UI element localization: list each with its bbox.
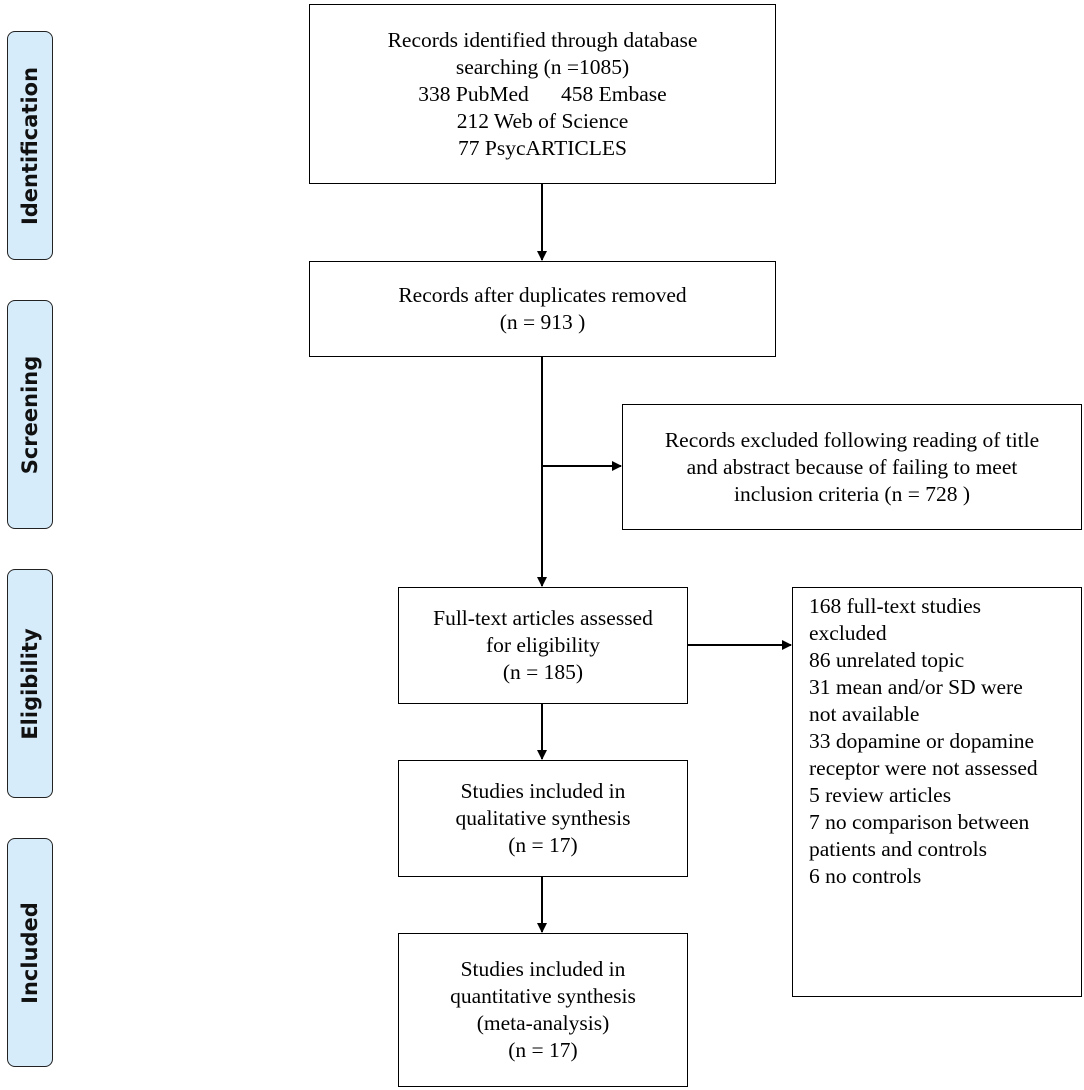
records-identified-box: Records identified through database sear… bbox=[309, 4, 776, 184]
full-text-excluded-line: 5 review articles bbox=[809, 783, 952, 807]
records-after-duplicates-line: (n = 913 ) bbox=[499, 310, 586, 334]
records-identified-line: 338 PubMed 458 Embase bbox=[418, 81, 667, 106]
full-text-assessed-line: Full-text articles assessed bbox=[433, 606, 653, 630]
qualitative-synthesis-line: qualitative synthesis bbox=[455, 806, 631, 830]
records-excluded-line: inclusion criteria (n = 728 ) bbox=[733, 481, 971, 506]
records-identified-line: 212 Web of Science bbox=[456, 108, 629, 133]
quantitative-synthesis-line: (meta-analysis) bbox=[476, 1011, 610, 1035]
qualitative-synthesis-box: Studies included in qualitative synthesi… bbox=[398, 760, 688, 877]
phase-identification: Identification bbox=[7, 31, 53, 260]
records-identified-line: Records identified through database bbox=[387, 27, 698, 52]
full-text-excluded-line: 31 mean and/or SD were bbox=[809, 675, 1023, 699]
records-excluded-line: Records excluded following reading of ti… bbox=[664, 427, 1040, 452]
full-text-excluded-line: receptor were not assessed bbox=[809, 756, 1038, 780]
records-excluded-box: Records excluded following reading of ti… bbox=[622, 404, 1082, 530]
full-text-excluded-line: not available bbox=[809, 702, 920, 726]
quantitative-synthesis-box: Studies included in quantitative synthes… bbox=[398, 933, 688, 1087]
full-text-excluded-line: 86 unrelated topic bbox=[809, 648, 965, 672]
full-text-excluded-line: 7 no comparison between bbox=[809, 810, 1030, 834]
records-excluded-line: and abstract because of failing to meet bbox=[686, 454, 1018, 479]
full-text-assessed-line: (n = 185) bbox=[502, 660, 584, 684]
full-text-excluded-line: 168 full-text studies bbox=[809, 594, 981, 618]
full-text-excluded-box: 168 full-text studies excluded 86 unrela… bbox=[792, 587, 1082, 997]
phase-eligibility: Eligibility bbox=[7, 569, 53, 798]
full-text-excluded-line: patients and controls bbox=[809, 837, 987, 861]
full-text-excluded-line: excluded bbox=[809, 621, 887, 645]
records-after-duplicates-line: Records after duplicates removed bbox=[398, 283, 687, 307]
records-identified-line: 77 PsycARTICLES bbox=[458, 135, 627, 160]
full-text-assessed-box: Full-text articles assessed for eligibil… bbox=[398, 587, 688, 704]
qualitative-synthesis-line: (n = 17) bbox=[508, 833, 578, 857]
quantitative-synthesis-line: (n = 17) bbox=[508, 1038, 578, 1062]
phase-included: Included bbox=[7, 838, 53, 1067]
records-after-duplicates-box: Records after duplicates removed (n = 91… bbox=[309, 261, 776, 357]
qualitative-synthesis-line: Studies included in bbox=[460, 779, 626, 803]
full-text-excluded-line: 6 no controls bbox=[809, 864, 922, 888]
phase-screening: Screening bbox=[7, 300, 53, 529]
full-text-excluded-line: 33 dopamine or dopamine bbox=[809, 729, 1035, 753]
quantitative-synthesis-line: Studies included in bbox=[460, 957, 626, 981]
records-identified-line: searching (n =1085) bbox=[455, 54, 630, 79]
quantitative-synthesis-line: quantitative synthesis bbox=[450, 984, 636, 1008]
full-text-assessed-line: for eligibility bbox=[485, 633, 601, 657]
